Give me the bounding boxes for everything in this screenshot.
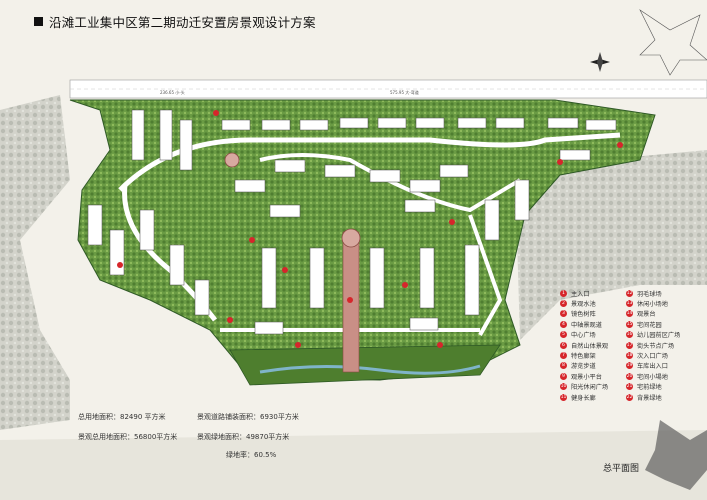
road-label-right: 575.95 大-弯道 bbox=[390, 89, 419, 95]
legend-number: 20 bbox=[626, 372, 633, 380]
legend-number: 14 bbox=[626, 310, 633, 318]
internal-road-east bbox=[468, 214, 503, 336]
legend-item: 10 阳光休闲广场 bbox=[560, 382, 624, 392]
leaf-decoration-top-right bbox=[639, 9, 707, 76]
leaf-decoration-bottom-right bbox=[645, 420, 707, 490]
stat-total-area: 总用地面积：82490 平方米 bbox=[78, 413, 166, 421]
legend-item: 12 羽毛球场 bbox=[626, 288, 690, 298]
stat-landscape-area: 景观总用地面积：56800平方米 bbox=[78, 433, 178, 441]
legend-number: 8 bbox=[560, 362, 567, 370]
legend-label: 观景小平台 bbox=[571, 373, 602, 381]
legend-column-right: 12 羽毛球场 13 休闲小场地 14 观景台 15 宅间花园 16 幼儿园前区广场 17… bbox=[626, 288, 690, 402]
buildings-north-row bbox=[221, 117, 617, 131]
legend-number: 6 bbox=[560, 341, 567, 349]
legend-item: 1 主入口 bbox=[560, 288, 624, 298]
legend-number: 5 bbox=[560, 331, 567, 339]
legend-item: 5 中心广场 bbox=[560, 330, 624, 340]
legend-label: 特色廊架 bbox=[571, 353, 596, 361]
legend-number: 16 bbox=[626, 331, 633, 339]
title-bullet bbox=[34, 17, 43, 26]
legend-item: 14 观景台 bbox=[626, 309, 690, 319]
stat-green-rate: 绿地率：60.5% bbox=[226, 451, 277, 459]
legend-label: 次入口广场 bbox=[637, 353, 668, 361]
legend-number: 9 bbox=[560, 372, 567, 380]
legend-label: 宅前绿地 bbox=[637, 384, 662, 392]
stream bbox=[259, 364, 481, 375]
legend-number: 1 bbox=[560, 289, 567, 297]
legend-number: 3 bbox=[560, 310, 567, 318]
legend-number: 7 bbox=[560, 352, 567, 360]
page-title: 沿滩工业集中区第二期动迁安置房景观设计方案 bbox=[34, 12, 316, 31]
legend-number: 18 bbox=[626, 352, 633, 360]
legend-number: 2 bbox=[560, 300, 567, 308]
legend-item: 18 次入口广场 bbox=[626, 350, 690, 360]
legend-label: 幼儿园前区广场 bbox=[637, 332, 681, 340]
legend-number: 10 bbox=[560, 383, 567, 391]
surrounding-terrain bbox=[0, 95, 70, 430]
legend-number: 17 bbox=[626, 341, 633, 349]
legend-item: 21 宅前绿地 bbox=[626, 382, 690, 392]
legend-item: 7 特色廊架 bbox=[560, 350, 624, 360]
buildings-west-cluster bbox=[87, 109, 210, 316]
legend-number: 11 bbox=[560, 393, 567, 401]
legend-label: 背景绿地 bbox=[637, 394, 662, 402]
stat-green-area: 景观绿地面积：49870平方米 bbox=[197, 433, 290, 441]
title-text: 沿滩工业集中区第二期动迁安置房景观设计方案 bbox=[49, 15, 316, 30]
stat-paving-area: 景观道路铺装面积：6930平方米 bbox=[197, 413, 299, 421]
buildings-central bbox=[234, 159, 469, 335]
legend-label: 车库出入口 bbox=[637, 363, 668, 371]
legend-item: 8 游览步道 bbox=[560, 361, 624, 371]
site-green bbox=[69, 99, 656, 381]
legend-item: 3 镜色树阵 bbox=[560, 309, 624, 319]
legend-label: 镜色树阵 bbox=[571, 311, 596, 319]
legend-label: 街头节点广场 bbox=[637, 342, 675, 350]
legend-label: 游览步道 bbox=[571, 363, 596, 371]
legend-label: 中心广场 bbox=[571, 332, 596, 340]
legend-label: 自然山体景观 bbox=[571, 342, 609, 350]
internal-road-loop bbox=[118, 132, 621, 192]
legend-item: 11 健身长廊 bbox=[560, 392, 624, 402]
compass-icon bbox=[590, 52, 610, 72]
legend-label: 宅间花园 bbox=[637, 321, 662, 329]
legend-label: 景观水池 bbox=[571, 301, 596, 309]
central-plaza bbox=[341, 228, 361, 248]
surrounding-terrain-south bbox=[0, 430, 707, 500]
plan-caption: 总平面图 bbox=[603, 464, 640, 474]
legend-label: 观景台 bbox=[637, 311, 656, 319]
road-label-left: 236.65 小-头 bbox=[160, 89, 185, 95]
legend-label: 主入口 bbox=[571, 290, 590, 298]
legend-item: 17 街头节点广场 bbox=[626, 340, 690, 350]
legend-label: 阳光休闲广场 bbox=[571, 384, 609, 392]
legend-number: 22 bbox=[626, 393, 633, 401]
legend-label: 健身长廊 bbox=[571, 394, 596, 402]
legend-item: 22 背景绿地 bbox=[626, 392, 690, 402]
legend-number: 19 bbox=[626, 362, 633, 370]
legend-item: 6 自然山体景观 bbox=[560, 340, 624, 350]
legend-item: 4 中轴景观道 bbox=[560, 319, 624, 329]
plan-markers bbox=[117, 110, 623, 348]
legend-label: 羽毛球场 bbox=[637, 290, 662, 298]
legend-item: 2 景观水池 bbox=[560, 298, 624, 308]
legend-number: 21 bbox=[626, 383, 633, 391]
entry-plaza bbox=[224, 152, 240, 168]
legend-label: 宅间小場地 bbox=[637, 373, 668, 381]
legend-label: 中轴景观道 bbox=[571, 321, 602, 329]
legend-number: 4 bbox=[560, 320, 567, 328]
legend-label: 休闲小场地 bbox=[637, 301, 668, 309]
legend-number: 13 bbox=[626, 300, 633, 308]
legend-item: 19 车库出入口 bbox=[626, 361, 690, 371]
legend-number: 15 bbox=[626, 320, 633, 328]
legend-item: 20 宅间小場地 bbox=[626, 371, 690, 381]
legend-item: 13 休闲小场地 bbox=[626, 298, 690, 308]
legend-number: 12 bbox=[626, 289, 633, 297]
legend-item: 9 观景小平台 bbox=[560, 371, 624, 381]
internal-road-mid bbox=[259, 153, 522, 213]
legend-item: 16 幼儿园前区广场 bbox=[626, 330, 690, 340]
south-green-belt bbox=[229, 344, 501, 386]
buildings-east bbox=[464, 149, 591, 316]
legend-item: 15 宅间花园 bbox=[626, 319, 690, 329]
